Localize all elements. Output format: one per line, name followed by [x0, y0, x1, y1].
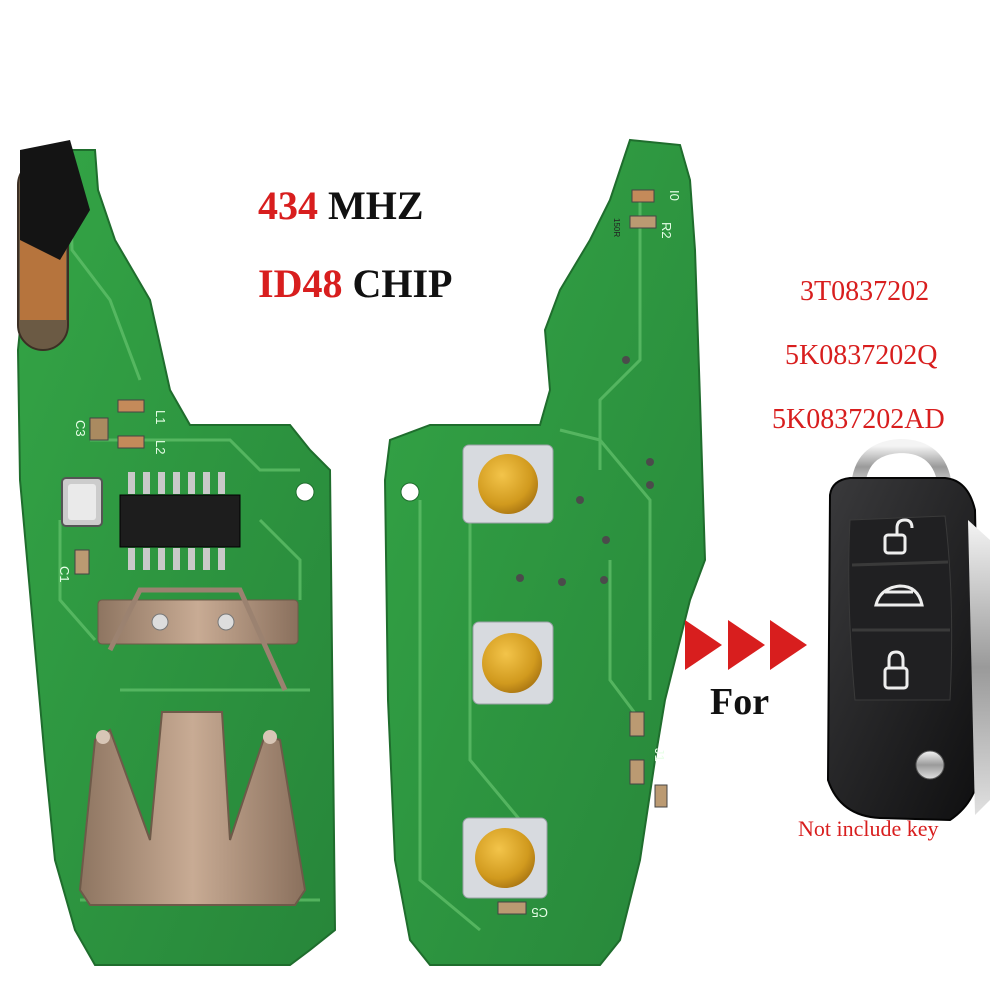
trunk-icon — [874, 584, 924, 607]
chip-model: ID48 — [258, 261, 343, 306]
lock-icon — [883, 650, 909, 690]
unlock-icon — [883, 518, 914, 555]
label-r2-value: 150R — [612, 218, 621, 237]
transponder-chip — [17, 140, 90, 351]
label-r2: R2 — [659, 222, 674, 239]
left-pcb: L1 L2 C3 C1 — [16, 140, 337, 966]
compat-label: For — [710, 681, 770, 723]
label-l1: L1 — [153, 410, 168, 424]
chip-label: CHIP — [352, 261, 453, 306]
part-number-3: 5K0837202AD — [772, 404, 945, 435]
ic-chip — [119, 472, 241, 570]
arrow-right-icon — [685, 620, 807, 670]
tact-button-3 — [462, 817, 548, 899]
tact-button-2 — [472, 621, 554, 705]
battery-clip — [97, 587, 299, 692]
label-c5: C5 — [531, 905, 548, 920]
label-j1: J1 — [652, 748, 667, 762]
tact-button-1 — [462, 444, 554, 524]
battery-contact — [78, 711, 307, 906]
key-note: Not include key — [798, 816, 939, 841]
frequency-value: 434 — [258, 183, 318, 228]
frequency-spec: 434 MHZ — [258, 182, 424, 229]
part-number-2: 5K0837202Q — [785, 340, 938, 371]
car-key-image — [826, 438, 990, 822]
label-c1: C1 — [57, 566, 72, 583]
chip-spec: ID48 CHIP — [258, 260, 452, 307]
label-c3: C3 — [73, 420, 88, 437]
frequency-unit: MHZ — [328, 183, 424, 228]
label-i0: I0 — [667, 190, 682, 201]
part-number-1: 3T0837202 — [800, 276, 930, 307]
label-l2: L2 — [153, 440, 168, 454]
right-pcb: I0 R2 150R J1 C5 — [383, 138, 707, 966]
